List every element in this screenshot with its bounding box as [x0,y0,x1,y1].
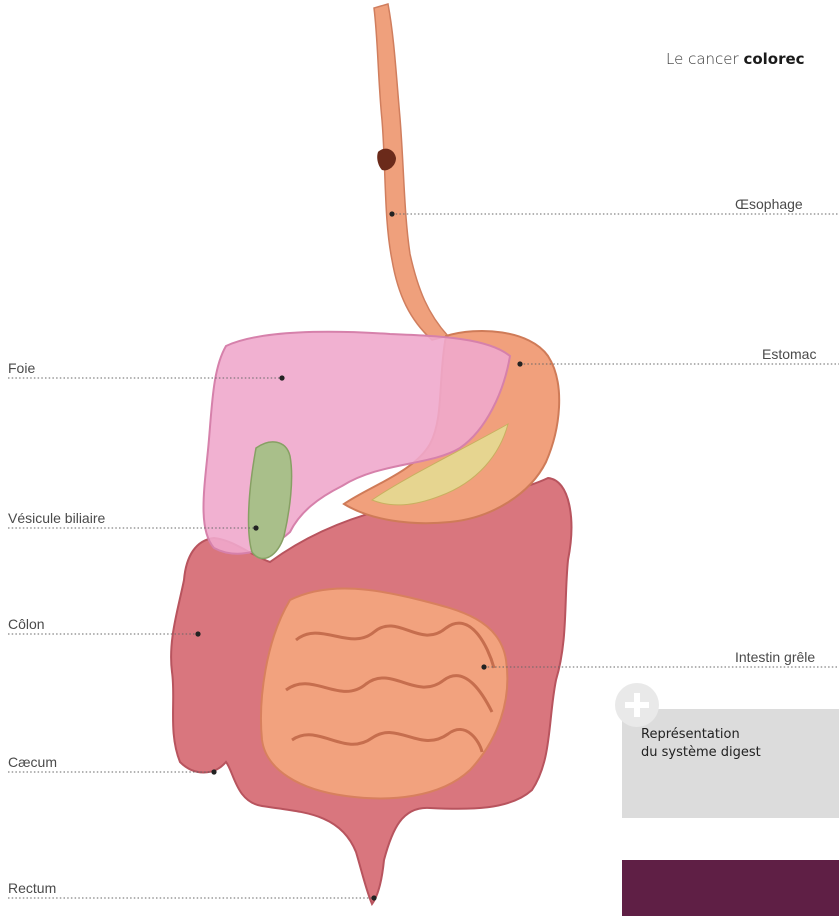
note-text: Représentation du système digest [641,726,761,762]
oesophagus-shape [374,4,448,340]
note-line-1: Représentation [641,726,761,744]
label-estomac: Estomac [762,346,816,362]
label-oesophage: Œsophage [735,196,803,212]
note-box: Représentation du système digest [622,709,839,818]
gallbladder-shape [249,442,292,559]
label-foie: Foie [8,360,35,376]
note-line-2: du système digest [641,744,761,762]
accent-bar [622,860,839,916]
label-rectum: Rectum [8,880,56,896]
label-intestin-grele: Intestin grêle [735,649,815,665]
label-vesicule-biliaire: Vésicule biliaire [8,510,105,526]
label-caecum: Cæcum [8,754,57,770]
small-intestine-shape [261,588,507,798]
plus-circle-icon [615,683,659,727]
label-colon: Côlon [8,616,45,632]
